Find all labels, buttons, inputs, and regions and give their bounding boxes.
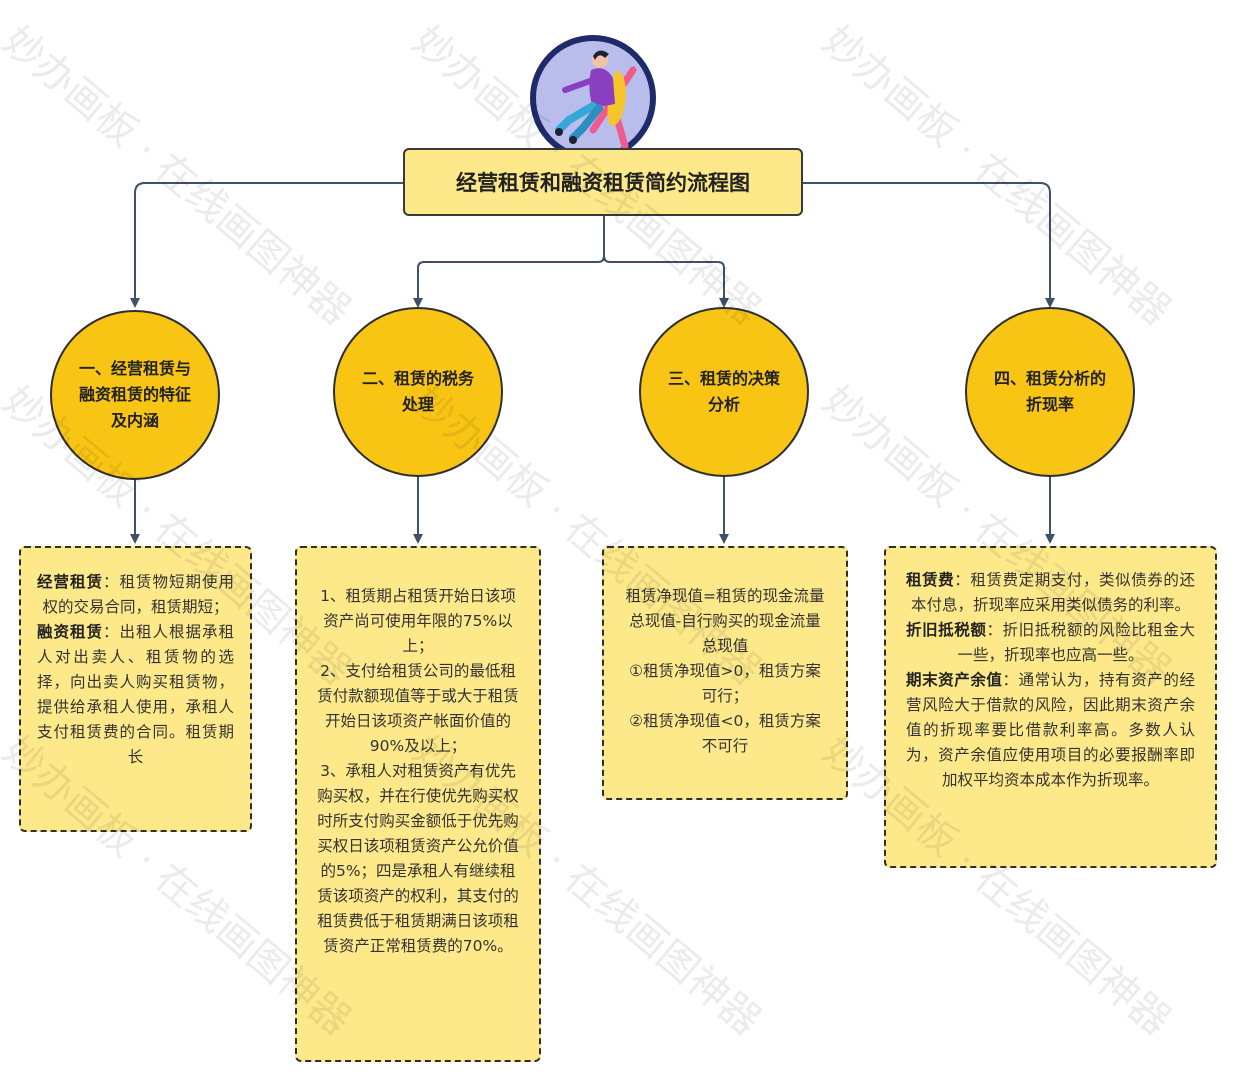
card-1-para-2-text: ：出租人根据承租人对出卖人、租赁物的选择，向出卖人购买租赁物，提供给承租人使用，… xyxy=(37,623,234,766)
card-4-para-2: 折旧抵税额：折旧抵税额的风险比租金大一些，折现率也应高一些。 xyxy=(906,618,1195,668)
card-4-para-3-text: ：通常认为，持有资产的经营风险大于借款的风险，因此期末资产余值的折现率要比借款利… xyxy=(906,671,1195,789)
card-3-para-2: ①租赁净现值>0，租赁方案可行； xyxy=(629,662,821,705)
card-1-para-1-text: ：租赁物短期使用权的交易合同，租赁期短； xyxy=(42,573,234,616)
card-4-para-1-key: 租赁费 xyxy=(906,571,955,589)
detail-card-1[interactable]: 经营租赁：租赁物短期使用权的交易合同，租赁期短； 融资租赁：出租人根据承租人对出… xyxy=(19,546,252,832)
chart-title[interactable]: 经营租赁和融资租赁简约流程图 xyxy=(403,148,803,216)
card-4-para-2-key: 折旧抵税额 xyxy=(906,621,987,639)
card-4-para-3-key: 期末资产余值 xyxy=(906,671,1003,689)
branch-node-2[interactable]: 二、租赁的税务处理 xyxy=(333,307,503,477)
branch-node-1[interactable]: 一、经营租赁与融资租赁的特征及内涵 xyxy=(50,310,220,480)
connector-title-to-branch-2 xyxy=(413,216,605,308)
connector-title-to-branch-1 xyxy=(130,182,403,308)
detail-card-4[interactable]: 租赁费：租赁费定期支付，类似债券的还本付息，折现率应采用类似债务的利率。 折旧抵… xyxy=(884,546,1217,868)
card-4-para-3: 期末资产余值：通常认为，持有资产的经营风险大于借款的风险，因此期末资产余值的折现… xyxy=(906,668,1195,793)
card-1-para-2-key: 融资租赁 xyxy=(37,623,103,641)
connector-title-to-branch-4 xyxy=(803,182,1055,308)
card-2-para-2: 2、支付给租赁公司的最低租赁付款额现值等于或大于租赁开始日该项资产帐面价值的90… xyxy=(317,662,519,755)
card-2-para-1: 1、租赁期占租赁开始日该项资产尚可使用年限的75%以上； xyxy=(320,587,516,655)
detail-card-3[interactable]: 租赁净现值=租赁的现金流量总现值-自行购买的现金流量总现值 ①租赁净现值>0，租… xyxy=(602,546,848,800)
card-4-para-2-text: ：折旧抵税额的风险比租金大一些，折现率也应高一些。 xyxy=(957,621,1195,664)
card-1-para-1: 经营租赁：租赁物短期使用权的交易合同，租赁期短； xyxy=(37,570,234,620)
branch-node-4[interactable]: 四、租赁分析的折现率 xyxy=(965,307,1135,477)
connector-title-to-branch-3 xyxy=(603,255,729,308)
person-at-desk-illustration xyxy=(530,35,656,161)
card-3-para-1: 租赁净现值=租赁的现金流量总现值-自行购买的现金流量总现值 xyxy=(625,587,825,655)
card-2-para-3: 3、承租人对租赁资产有优先购买权，并在行使优先购买权时所支付购买金额低于优先购买… xyxy=(317,762,519,955)
branch-node-3[interactable]: 三、租赁的决策分析 xyxy=(639,307,809,477)
card-1-para-1-key: 经营租赁 xyxy=(37,573,103,591)
card-1-para-2: 融资租赁：出租人根据承租人对出卖人、租赁物的选择，向出卖人购买租赁物，提供给承租… xyxy=(37,620,234,770)
detail-card-2[interactable]: 1、租赁期占租赁开始日该项资产尚可使用年限的75%以上； 2、支付给租赁公司的最… xyxy=(295,546,541,1062)
card-4-para-1: 租赁费：租赁费定期支付，类似债券的还本付息，折现率应采用类似债务的利率。 xyxy=(906,568,1195,618)
card-3-para-3: ②租赁净现值<0，租赁方案不可行 xyxy=(629,712,821,755)
card-4-para-1-text: ：租赁费定期支付，类似债券的还本付息，折现率应采用类似债务的利率。 xyxy=(910,571,1195,614)
